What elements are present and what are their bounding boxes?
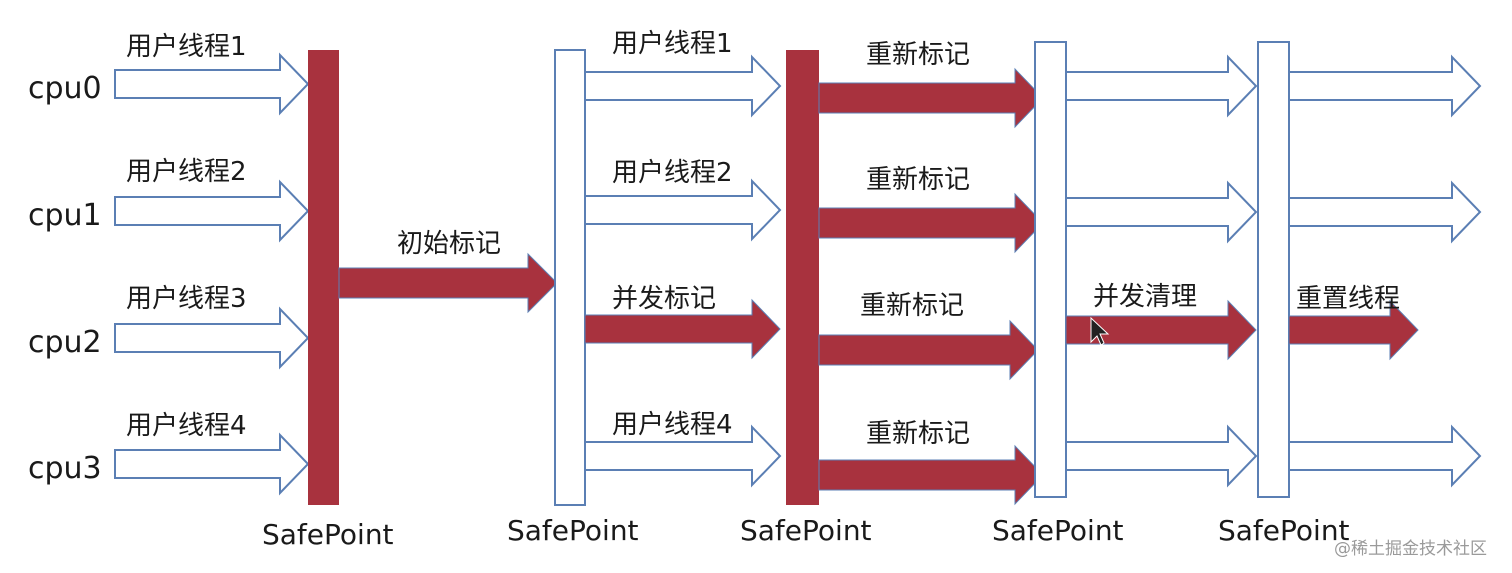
safepoint-label-2: SafePoint xyxy=(507,514,639,547)
safepoint-bar-5 xyxy=(1257,41,1290,498)
remark-arrow-cpu3 xyxy=(818,444,1044,506)
reset-threads-label: 重置线程 xyxy=(1296,284,1400,314)
thread-label-4: 用户线程4 xyxy=(126,411,247,441)
thread-label-2: 用户线程2 xyxy=(126,157,247,187)
stage2-label-4: 用户线程4 xyxy=(612,410,733,440)
thread-arrow-cpu3 xyxy=(114,432,310,496)
concurrent-mark-arrow xyxy=(584,298,781,360)
concurrent-mark-label: 并发标记 xyxy=(612,284,716,314)
remark-label-2: 重新标记 xyxy=(866,165,970,195)
stage2-label-2: 用户线程2 xyxy=(612,158,733,188)
safepoint-bar-3 xyxy=(786,50,819,505)
stage5-arrow-cpu3 xyxy=(1288,424,1482,488)
watermark: @稀土掘金技术社区 xyxy=(1334,539,1487,559)
cursor-icon xyxy=(1090,316,1110,346)
thread-arrow-cpu1 xyxy=(114,179,310,243)
safepoint-label-3: SafePoint xyxy=(740,514,872,547)
cpu-label-3: cpu3 xyxy=(28,451,102,486)
stage5-arrow-cpu0 xyxy=(1288,54,1482,118)
initial-mark-label: 初始标记 xyxy=(397,229,501,259)
stage4-arrow-cpu0 xyxy=(1065,54,1258,118)
safepoint-bar-1 xyxy=(308,50,339,505)
stage4-arrow-cpu1 xyxy=(1065,180,1258,244)
stage2-arrow-cpu0 xyxy=(584,54,782,118)
remark-label-1: 重新标记 xyxy=(866,40,970,70)
stage2-arrow-cpu3 xyxy=(584,424,782,488)
stage4-arrow-cpu3 xyxy=(1065,424,1258,488)
initial-mark-arrow xyxy=(338,252,558,314)
remark-arrow-cpu2 xyxy=(818,319,1039,381)
thread-arrow-cpu0 xyxy=(114,52,310,116)
thread-label-3: 用户线程3 xyxy=(126,284,247,314)
remark-arrow-cpu0 xyxy=(818,67,1044,129)
stage5-arrow-cpu1 xyxy=(1288,180,1482,244)
remark-label-3: 重新标记 xyxy=(860,291,964,321)
remark-arrow-cpu1 xyxy=(818,192,1044,254)
stage2-label-1: 用户线程1 xyxy=(612,29,733,59)
safepoint-label-4: SafePoint xyxy=(992,514,1124,547)
thread-label-1: 用户线程1 xyxy=(126,32,247,62)
concurrent-cleanup-arrow xyxy=(1065,299,1257,361)
safepoint-label-1: SafePoint xyxy=(262,518,394,551)
cpu-label-1: cpu1 xyxy=(28,198,102,233)
reset-threads-arrow xyxy=(1288,299,1419,361)
safepoint-bar-4 xyxy=(1034,41,1067,498)
thread-arrow-cpu2 xyxy=(114,306,310,370)
concurrent-cleanup-label: 并发清理 xyxy=(1093,282,1197,312)
remark-label-4: 重新标记 xyxy=(866,419,970,449)
safepoint-bar-2 xyxy=(554,49,586,506)
cpu-label-0: cpu0 xyxy=(28,71,102,106)
stage2-arrow-cpu1 xyxy=(584,178,782,242)
cpu-label-2: cpu2 xyxy=(28,325,102,360)
safepoint-label-5: SafePoint xyxy=(1218,514,1350,547)
